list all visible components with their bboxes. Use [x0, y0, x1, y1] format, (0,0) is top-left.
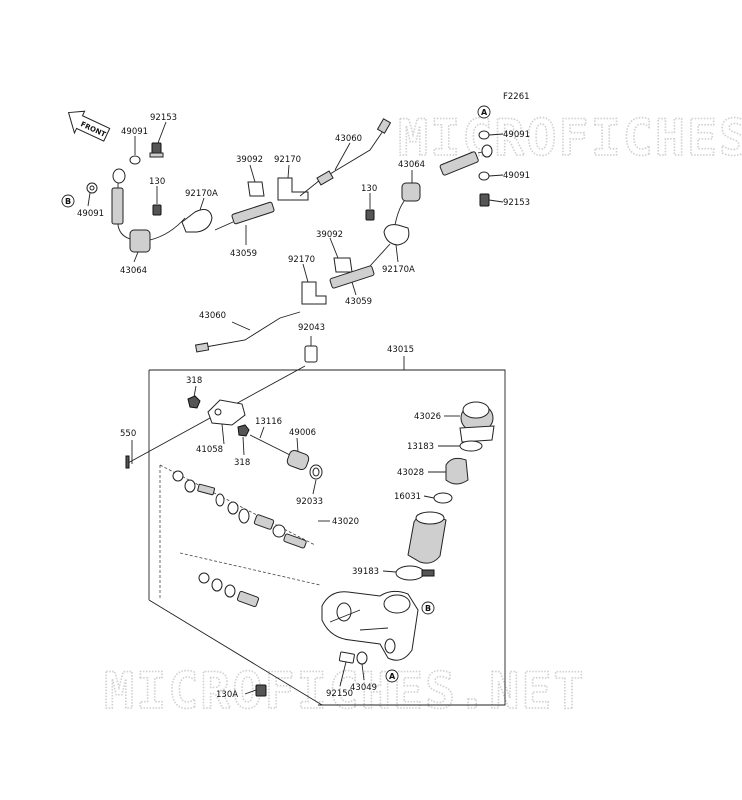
bolt-130a	[255, 684, 267, 697]
cable-boot-left	[111, 187, 124, 225]
cable-end-eye-right	[481, 144, 493, 158]
callout-318-bottom: 318	[234, 458, 250, 468]
bolt-130-right	[365, 209, 375, 221]
callout-43015: 43015	[387, 345, 414, 355]
callout-130-left: 130	[149, 177, 165, 187]
nut-318-bottom	[237, 424, 250, 437]
washer-43049	[356, 651, 368, 665]
callout-13183: 13183	[407, 442, 434, 452]
clamp-92170a-right	[383, 224, 410, 246]
boot-43064-right	[439, 151, 479, 176]
callout-39183: 39183	[352, 567, 379, 577]
callout-92170-left: 92170	[274, 155, 301, 165]
callout-43060-top: 43060	[335, 134, 362, 144]
plate-16031	[433, 492, 453, 504]
callout-16031: 16031	[394, 492, 421, 502]
callout-49091-right-top: 49091	[503, 130, 530, 140]
callout-49091-left-top: 49091	[121, 127, 148, 137]
callout-550: 550	[120, 429, 136, 439]
callout-43059-left: 43059	[230, 249, 257, 259]
ref-b-left: B	[61, 194, 75, 208]
callout-39092-left: 39092	[236, 155, 263, 165]
watermark-top: MICROFICHES.NET	[398, 109, 742, 167]
callout-318-top: 318	[186, 376, 202, 386]
diaphragm-plate-13183	[459, 440, 483, 452]
callout-43049: 43049	[350, 683, 377, 693]
callout-43020: 43020	[332, 517, 359, 527]
callout-49091-left-bot: 49091	[77, 209, 104, 219]
svg-text:A: A	[481, 108, 488, 117]
ref-b-bottom: B	[421, 601, 435, 615]
callout-92153-left: 92153	[150, 113, 177, 123]
svg-text:B: B	[65, 197, 71, 206]
callout-43059-right: 43059	[345, 297, 372, 307]
ref-a-bottom: A	[385, 669, 399, 683]
adjuster-43059-right	[329, 265, 375, 289]
callout-43064-left: 43064	[120, 266, 147, 276]
callout-92170-right: 92170	[288, 255, 315, 265]
nut-318-top	[187, 395, 201, 409]
washer-49091-right-bot	[478, 171, 490, 181]
callout-130a: 130A	[216, 690, 238, 700]
boot-49006	[286, 449, 310, 471]
callout-92170a-right: 92170A	[382, 265, 415, 275]
callout-43060-mid: 43060	[199, 311, 226, 321]
callout-49091-right-bot: 49091	[503, 171, 530, 181]
callout-92170a-left: 92170A	[185, 189, 218, 199]
callout-41058: 41058	[196, 445, 223, 455]
washer-49091-left-top	[129, 155, 141, 165]
bracket-92170-left	[277, 177, 309, 201]
callout-43064-right: 43064	[398, 160, 425, 170]
svg-text:A: A	[389, 672, 396, 681]
cable-end-eye-left	[112, 168, 126, 184]
callout-130-right: 130	[361, 184, 377, 194]
piston-43020	[283, 533, 307, 549]
callout-92033: 92033	[296, 497, 323, 507]
adjuster-43059-left	[231, 201, 275, 225]
svg-text:B: B	[425, 604, 431, 613]
callout-49006: 49006	[289, 428, 316, 438]
callout-43026: 43026	[414, 412, 441, 422]
pin-92043	[304, 345, 318, 363]
bolt-92153-right	[479, 193, 490, 207]
callout-92153-right: 92153	[503, 198, 530, 208]
clevis-41058	[207, 399, 246, 426]
callout-13116: 13116	[255, 417, 282, 427]
clip-39092-left	[247, 181, 265, 197]
bolt-130-left	[152, 204, 162, 216]
front-arrow-icon: FRONT	[67, 110, 111, 142]
callout-92150: 92150	[326, 689, 353, 699]
callout-43028: 43028	[397, 468, 424, 478]
diaphragm-43028	[445, 457, 469, 485]
clamp-39183	[395, 565, 425, 581]
bracket-92170-right	[301, 281, 327, 305]
figure-code: F2261	[503, 92, 530, 102]
callout-92043: 92043	[298, 323, 325, 333]
washer-49091-right-top	[478, 130, 490, 140]
ref-a-top: A	[477, 105, 491, 119]
clamp-92170a-left	[181, 209, 213, 233]
grommet-43064-right	[401, 182, 421, 202]
bolt-92150	[338, 651, 355, 664]
clip-39092-right	[333, 257, 353, 273]
grommet-43064-left	[129, 229, 151, 253]
callout-39092-right: 39092	[316, 230, 343, 240]
